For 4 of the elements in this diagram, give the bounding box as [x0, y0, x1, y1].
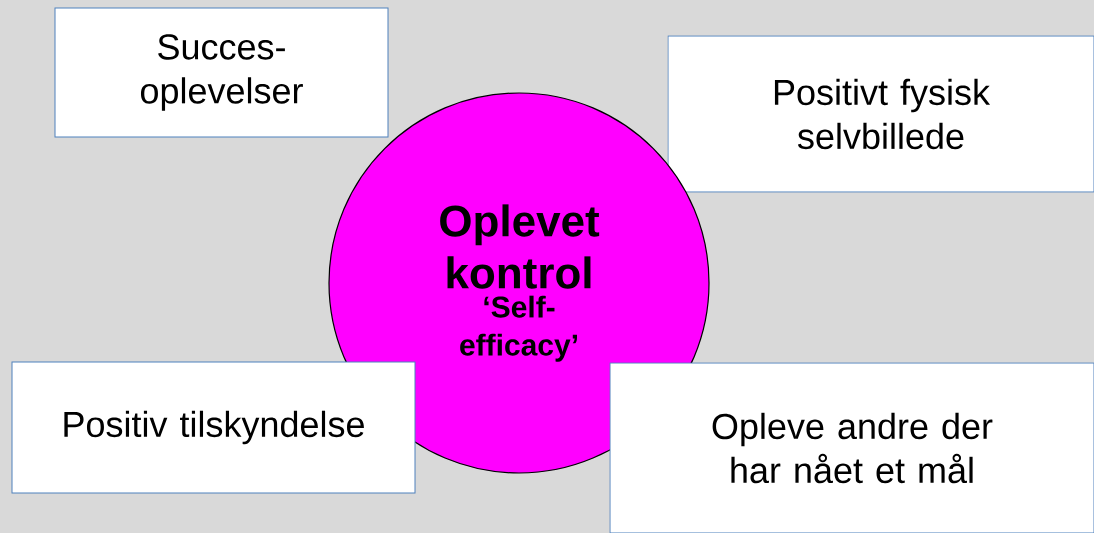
text-box: Positiv tilskyndelse — [11, 361, 416, 494]
text-box: Positivt fysisk selvbillede — [667, 35, 1094, 193]
text-box: Succes- oplevelser — [54, 7, 389, 138]
text-box: Opleve andre der har nået et mål — [609, 362, 1094, 533]
